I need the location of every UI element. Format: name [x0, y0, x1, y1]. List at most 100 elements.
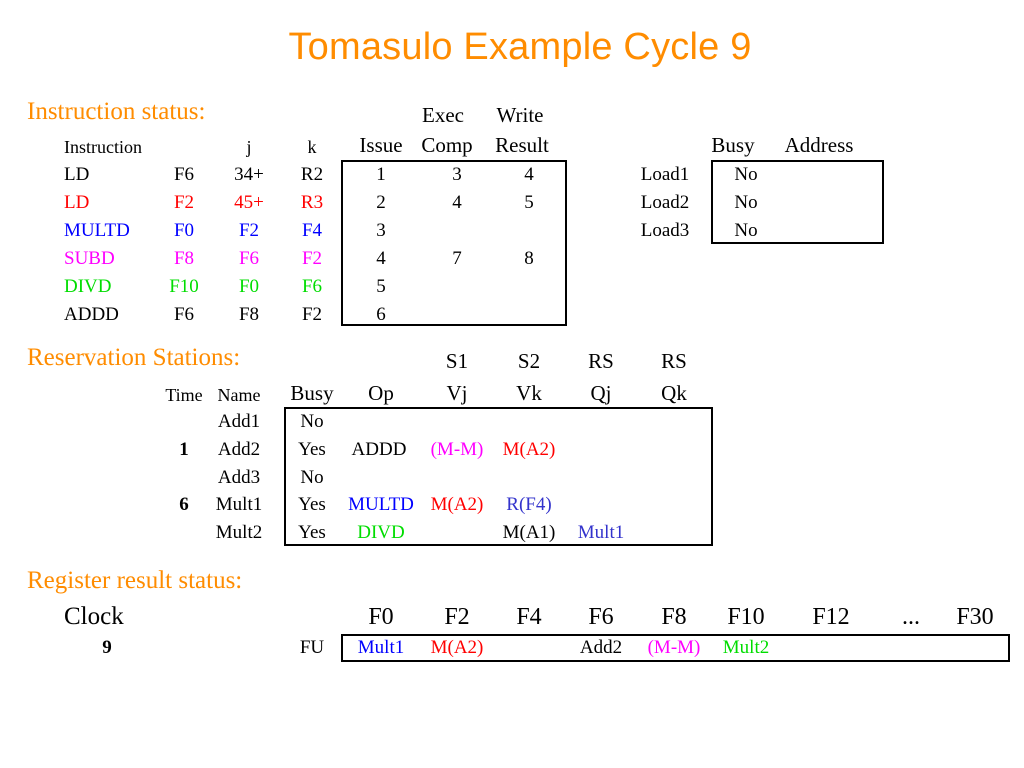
rs-vj: M(A2)	[430, 494, 484, 515]
instruction-write: 5	[524, 192, 534, 213]
register-fu: Mult2	[722, 637, 770, 658]
instruction-issue: 5	[376, 276, 386, 297]
instruction-op: DIVD	[64, 276, 112, 297]
instruction-k: F2	[301, 248, 323, 269]
instruction-issue: 2	[376, 192, 386, 213]
register-name: F6	[588, 604, 614, 630]
register-name: F8	[661, 604, 687, 630]
instruction-issue: 6	[376, 304, 386, 325]
header-rs2-top: RS	[661, 349, 687, 373]
instruction-op: MULTD	[64, 220, 130, 241]
header-load-address: Address	[784, 133, 854, 157]
header-exec-bottom: Comp	[421, 133, 473, 157]
rs-qj: Mult1	[577, 522, 625, 543]
clock-value: 9	[102, 637, 112, 658]
register-fu: M(A2)	[430, 637, 484, 658]
rs-name: Mult2	[215, 522, 263, 543]
instruction-op: LD	[64, 192, 90, 213]
instruction-exec: 7	[452, 248, 462, 269]
instruction-issue: 1	[376, 164, 386, 185]
header-j: j	[246, 137, 252, 157]
instruction-k: R2	[300, 164, 324, 185]
instruction-k: R3	[300, 192, 324, 213]
register-name: F2	[444, 604, 470, 630]
instruction-j: F2	[238, 220, 260, 241]
rs-vj: (M-M)	[430, 439, 484, 460]
instruction-write: 8	[524, 248, 534, 269]
rs-busy: Yes	[298, 439, 326, 460]
register-name: F30	[956, 604, 994, 630]
register-name: F0	[368, 604, 394, 630]
header-s2-bottom: Vk	[516, 381, 542, 405]
header-write-bottom: Result	[495, 133, 549, 157]
load-buffer-name: Load1	[640, 164, 690, 185]
rs-busy: No	[300, 467, 324, 488]
instruction-status-box	[341, 160, 567, 326]
reservation-stations-box	[284, 407, 713, 546]
register-name: F12	[812, 604, 850, 630]
register-status-label: Register result status:	[27, 567, 243, 594]
header-exec-top: Exec	[422, 103, 464, 127]
register-fu: (M-M)	[647, 637, 701, 658]
rs-time: 1	[179, 439, 189, 460]
register-fu: Mult1	[357, 637, 405, 658]
rs-op: MULTD	[348, 494, 414, 515]
register-name: ...	[902, 604, 920, 630]
instruction-j: 34+	[234, 164, 264, 185]
instruction-op: LD	[64, 164, 90, 185]
header-s1-bottom: Vj	[446, 381, 468, 405]
slide-title: Tomasulo Example Cycle 9	[288, 26, 752, 68]
instruction-dest: F6	[173, 304, 195, 325]
rs-busy: No	[300, 411, 324, 432]
rs-op: DIVD	[357, 522, 405, 543]
instruction-exec: 3	[452, 164, 462, 185]
rs-name: Add2	[217, 439, 261, 460]
rs-vk: M(A2)	[502, 439, 556, 460]
load-buffer-name: Load3	[640, 220, 690, 241]
rs-op: ADDD	[351, 439, 407, 460]
instruction-issue: 4	[376, 248, 386, 269]
instruction-op: ADDD	[64, 304, 119, 325]
instruction-j: 45+	[234, 192, 264, 213]
header-busy: Busy	[290, 381, 334, 405]
register-fu: Add2	[579, 637, 623, 658]
instruction-k: F2	[301, 304, 323, 325]
instruction-dest: F8	[173, 248, 195, 269]
instruction-issue: 3	[376, 220, 386, 241]
header-s2-top: S2	[517, 349, 541, 373]
instruction-exec: 4	[452, 192, 462, 213]
rs-name: Add1	[217, 411, 261, 432]
instruction-k: F6	[301, 276, 323, 297]
rs-time: 6	[179, 494, 189, 515]
rs-busy: Yes	[298, 522, 326, 543]
rs-name: Add3	[217, 467, 261, 488]
load-buffer-busy: No	[734, 220, 758, 241]
instruction-j: F0	[238, 276, 260, 297]
rs-busy: Yes	[298, 494, 326, 515]
rs-vk: M(A1)	[502, 522, 556, 543]
instruction-j: F8	[238, 304, 260, 325]
instruction-dest: F6	[173, 164, 195, 185]
header-rs1-top: RS	[588, 349, 614, 373]
header-name: Name	[217, 385, 261, 405]
header-instruction: Instruction	[64, 137, 142, 157]
rs-vk: R(F4)	[506, 494, 552, 515]
instruction-j: F6	[238, 248, 260, 269]
register-name: F10	[727, 604, 765, 630]
clock-label: Clock	[64, 603, 124, 630]
header-rs2-bottom: Qk	[661, 381, 687, 405]
register-name: F4	[516, 604, 542, 630]
instruction-dest: F0	[173, 220, 195, 241]
instruction-write: 4	[524, 164, 534, 185]
instruction-k: F4	[301, 220, 323, 241]
instruction-dest: F2	[173, 192, 195, 213]
header-op: Op	[368, 381, 394, 405]
header-write-top: Write	[496, 103, 544, 127]
instruction-status-label: Instruction status:	[27, 98, 206, 125]
header-rs1-bottom: Qj	[590, 381, 612, 405]
load-buffer-name: Load2	[640, 192, 690, 213]
load-buffer-box	[711, 160, 884, 244]
load-buffer-busy: No	[734, 192, 758, 213]
header-s1-top: S1	[445, 349, 469, 373]
header-issue: Issue	[359, 133, 403, 157]
